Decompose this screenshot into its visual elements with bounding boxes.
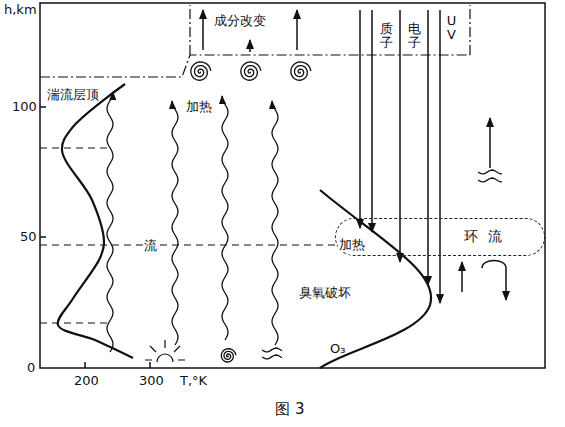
figure-caption: 图 3 (275, 400, 304, 419)
eddy-symbol (221, 349, 236, 362)
particle-label: 电子 (408, 22, 421, 51)
radiation-label: UV (445, 14, 458, 43)
turbopause-line (40, 55, 470, 77)
ozone-profile (320, 190, 431, 368)
sun-symbol (145, 340, 185, 362)
down-arrow (359, 10, 361, 228)
down-arrow (371, 10, 373, 232)
layer-label: 成分改变 (213, 14, 267, 28)
up-arrow (461, 262, 463, 292)
wave-symbol (262, 348, 282, 352)
tick-label: 50 (20, 230, 37, 244)
up-arrow (202, 10, 204, 50)
tick-label: 0 (27, 361, 35, 375)
region-label: 环流 (462, 228, 514, 246)
up-arrow (249, 40, 251, 52)
wave-arrow (172, 101, 178, 345)
eddy-symbol (291, 62, 311, 80)
loop-arrow (482, 261, 506, 301)
tick (149, 362, 151, 368)
down-arrow (439, 10, 441, 303)
down-arrow (427, 10, 429, 285)
species-label: O₃ (330, 342, 345, 356)
wave-symbol (262, 355, 282, 359)
tick (84, 362, 86, 368)
tick (40, 106, 46, 108)
up-arrow (489, 118, 491, 168)
tick-label: 100 (12, 100, 37, 114)
process-label: 加热 (186, 100, 212, 114)
eddy-symbol (241, 62, 261, 80)
particle-label: 质子 (380, 22, 393, 51)
dash-line (189, 5, 190, 55)
axis-title: T,°K (180, 374, 207, 388)
eddy-symbol (191, 62, 211, 80)
tick-label: 300 (139, 374, 164, 388)
tropopause-line (40, 322, 110, 323)
down-arrow (399, 10, 401, 262)
wave-symbol (478, 178, 502, 182)
stratopause-line (40, 244, 335, 245)
layer-label: 湍流层顶 (47, 88, 99, 102)
temperature-profile (58, 84, 133, 358)
wave-arrow (272, 101, 278, 345)
axis-title: h,km (4, 3, 37, 17)
flow-label: 流 (143, 239, 158, 253)
dash-line (469, 5, 470, 55)
process-label: 加热 (338, 238, 366, 252)
tick-label: 200 (74, 374, 99, 388)
up-arrow (296, 10, 298, 50)
wave-arrow (222, 96, 228, 340)
process-label: 臭氧破坏 (298, 286, 352, 300)
frame (40, 3, 545, 368)
circulation-band: 环流 (335, 218, 545, 256)
wave-symbol (478, 170, 502, 174)
wave-arrow (107, 92, 113, 352)
mesopause-line (40, 147, 112, 148)
tick (40, 236, 46, 238)
